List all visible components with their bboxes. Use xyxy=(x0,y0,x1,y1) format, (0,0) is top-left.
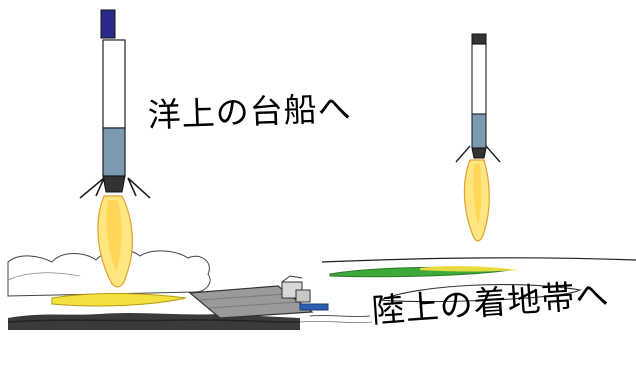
barge-cabin xyxy=(281,275,329,311)
smoke-cloud xyxy=(7,249,211,297)
land-landing-caption: 陸上の着地帯へ xyxy=(370,275,610,331)
falcon-rocket-left xyxy=(100,9,126,193)
land-landing-scene: 陸上の着地帯へ xyxy=(321,33,636,331)
landing-pad xyxy=(379,284,582,303)
landing-glow xyxy=(51,293,187,307)
sea-landing-caption: 洋上の台船へ xyxy=(147,89,352,135)
landing-legs-right xyxy=(455,145,501,163)
landing-legs-left xyxy=(79,177,151,199)
land-horizon xyxy=(321,257,636,263)
sea-landing-scene: 洋上の台船へ xyxy=(7,9,373,330)
falcon-rocket-right xyxy=(471,33,487,159)
